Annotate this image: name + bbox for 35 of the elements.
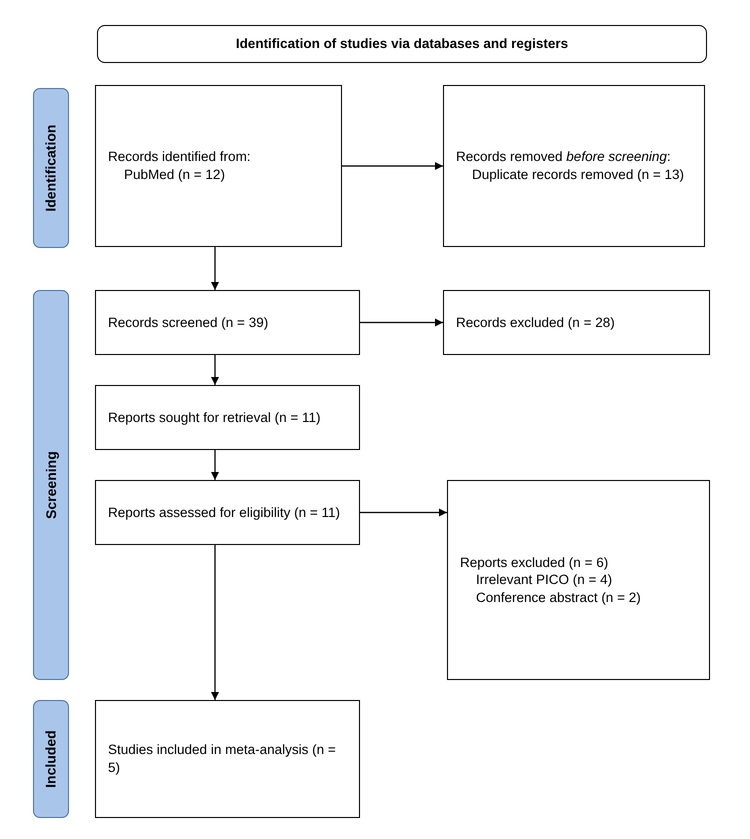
box-text: Duplicate records removed (n = 13) <box>471 166 685 184</box>
process-box <box>95 385 360 450</box>
process-box <box>95 700 360 818</box>
arrow <box>360 318 443 326</box>
process-box <box>443 290 710 355</box>
box-text: Records identified from: <box>108 148 252 166</box>
arrow <box>211 355 219 385</box>
phase-band <box>33 88 69 248</box>
box-text: Studies included in meta-analysis (n = 5) <box>108 741 337 777</box>
header-box <box>97 25 707 63</box>
header-text: Identification of studies via databases and registers <box>236 35 568 53</box>
box-text: Reports sought for retrieval (n = 11) <box>108 408 322 426</box>
box-text: Reports excluded (n = 6) <box>460 554 610 572</box>
process-box <box>95 480 360 545</box>
arrow <box>360 508 447 516</box>
phase-band <box>33 290 69 680</box>
process-box <box>443 85 705 247</box>
box-text: Records removed before screening: <box>456 148 672 166</box>
phase-label: Identification <box>42 124 60 212</box>
box-text: Records screened (n = 39) <box>108 314 270 332</box>
phase-label: Included <box>42 730 60 788</box>
box-text: Records excluded (n = 28) <box>456 314 616 332</box>
process-box <box>447 480 710 680</box>
arrow <box>211 545 219 700</box>
box-text: PubMed (n = 12) <box>123 166 226 184</box>
process-box <box>95 85 342 247</box>
arrow <box>342 162 443 170</box>
box-text: Irrelevant PICO (n = 4) <box>475 571 614 589</box>
phase-band <box>33 700 69 818</box>
phase-label: Screening <box>42 451 60 519</box>
box-text: Reports assessed for eligibility (n = 11) <box>108 504 341 522</box>
arrow <box>211 247 219 290</box>
process-box <box>95 290 360 355</box>
box-text: Conference abstract (n = 2) <box>475 588 642 606</box>
arrow <box>211 450 219 480</box>
